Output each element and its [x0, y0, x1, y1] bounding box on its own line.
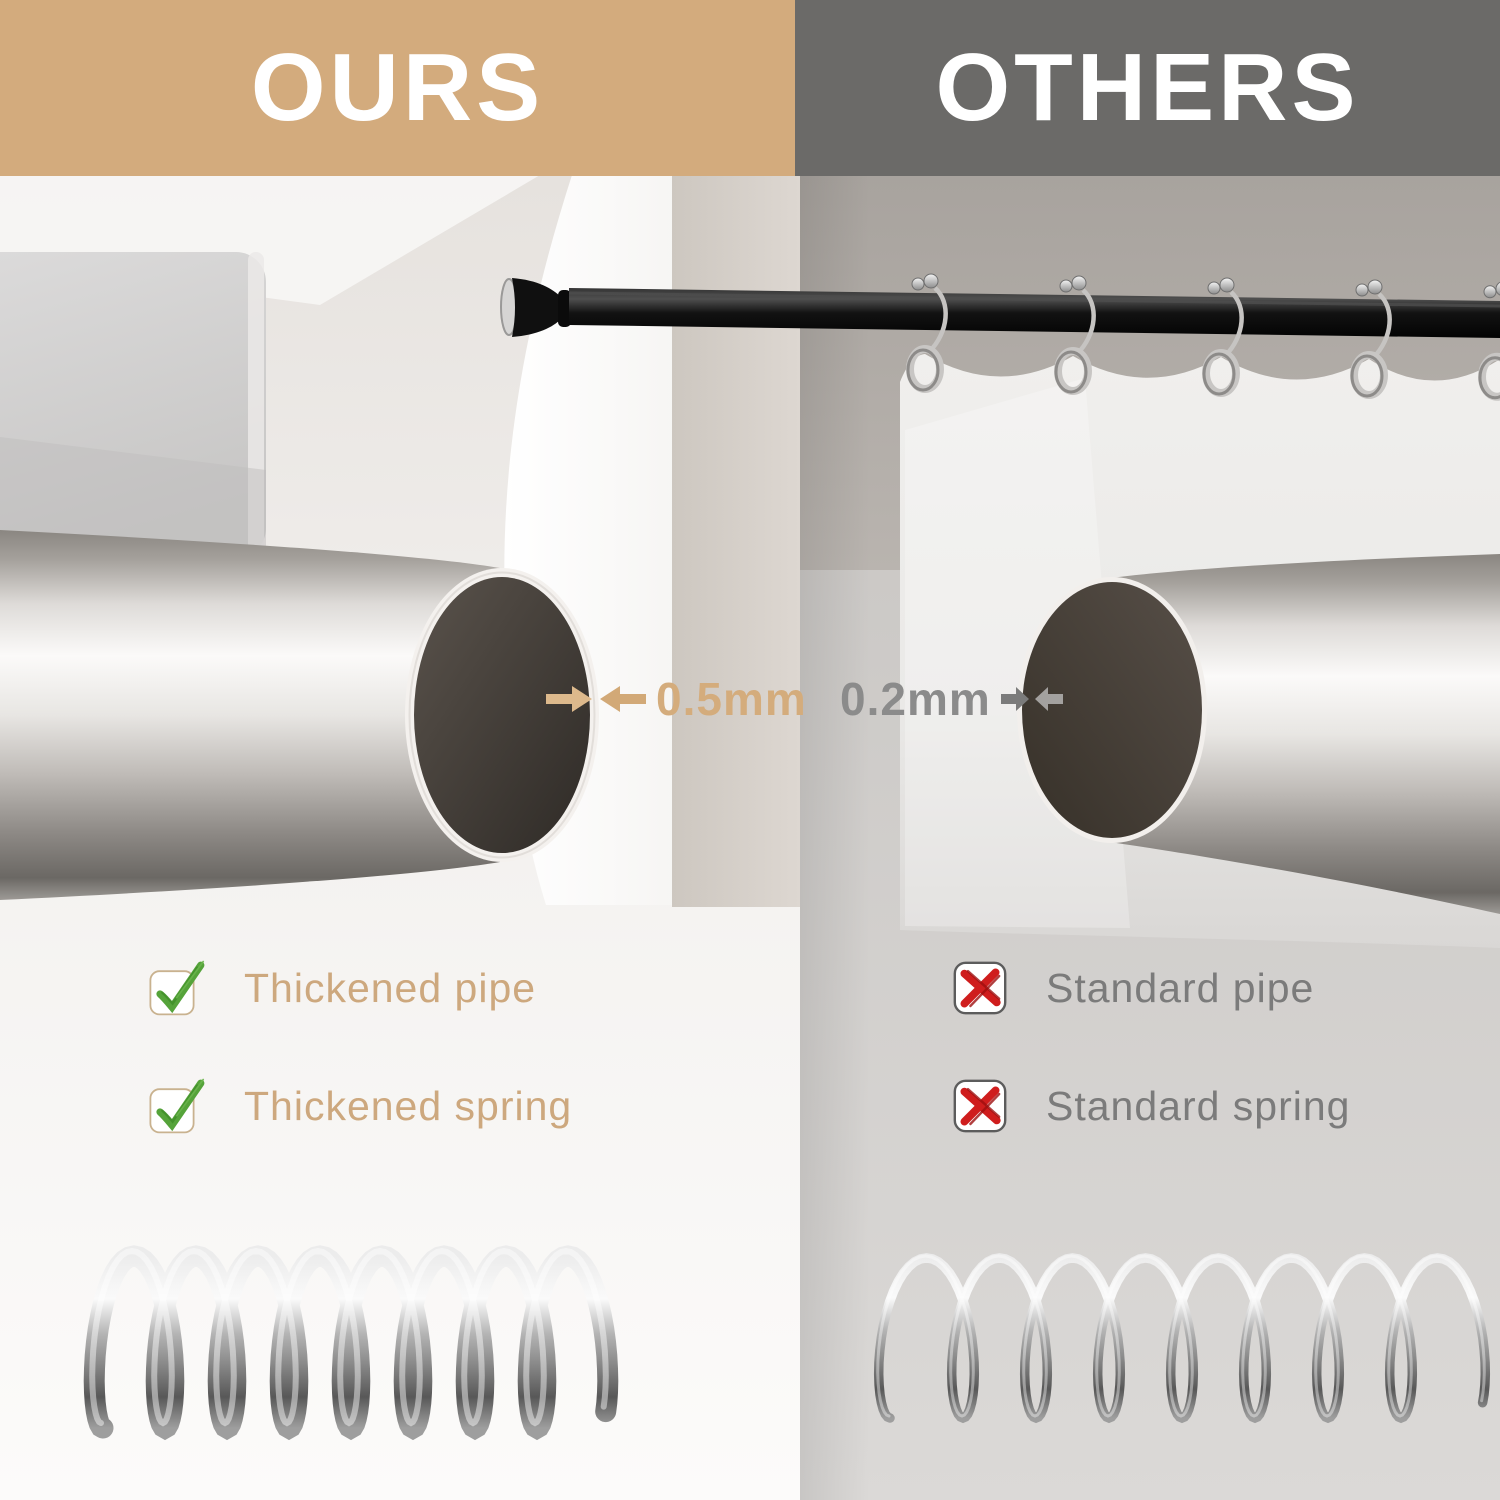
header-ours: OURS: [0, 0, 795, 176]
rod-collar: [558, 290, 571, 327]
rod-body: [569, 288, 1500, 338]
measurement-ours: 0.5mm: [546, 676, 807, 722]
feature-row: Thickened spring: [148, 1076, 572, 1136]
feature-label: Thickened spring: [244, 1082, 573, 1129]
feature-label: Standard spring: [1046, 1082, 1351, 1129]
feature-label: Standard pipe: [1046, 964, 1315, 1011]
converging-arrows-icon: [546, 686, 646, 712]
curtain-hook: [1350, 279, 1392, 399]
check-icon: [149, 1078, 205, 1134]
spring-others: [873, 1253, 1491, 1424]
header-others: OTHERS: [795, 0, 1500, 176]
cross-icon: [953, 1079, 1007, 1133]
header-others-label: OTHERS: [935, 34, 1360, 141]
rod-finial: [512, 278, 561, 337]
spring-ours: [83, 1245, 619, 1441]
header-ours-label: OURS: [250, 34, 545, 141]
check-icon: [149, 960, 205, 1016]
pipe-ours: [0, 530, 599, 900]
wall-corner-shadow: [800, 175, 870, 1500]
pipe-others: [1017, 554, 1500, 914]
curtain-hooks: [906, 273, 1500, 401]
measurement-ours-value: 0.5mm: [656, 673, 807, 725]
curtain-hook: [1054, 275, 1096, 395]
back-wall-column: [672, 175, 800, 907]
curtain-hook: [1202, 277, 1244, 397]
measurement-others: 0.2mm: [840, 676, 1063, 722]
curtain-hook: [1478, 281, 1500, 401]
pipe-ours-interior: [414, 577, 590, 853]
feature-row: Standard pipe: [950, 958, 1314, 1018]
rod-highlight: [568, 291, 1500, 308]
feature-row: Thickened pipe: [148, 958, 536, 1018]
curtain-hook: [906, 273, 948, 393]
cross-icon: [953, 961, 1007, 1015]
measurement-others-value: 0.2mm: [840, 673, 991, 725]
feature-row: Standard spring: [950, 1076, 1350, 1136]
feature-label: Thickened pipe: [244, 964, 537, 1011]
pipe-others-interior: [1022, 582, 1202, 838]
converging-arrows-icon: [1000, 687, 1063, 711]
mirror: [0, 252, 266, 558]
shower-rod: [500, 278, 1500, 338]
